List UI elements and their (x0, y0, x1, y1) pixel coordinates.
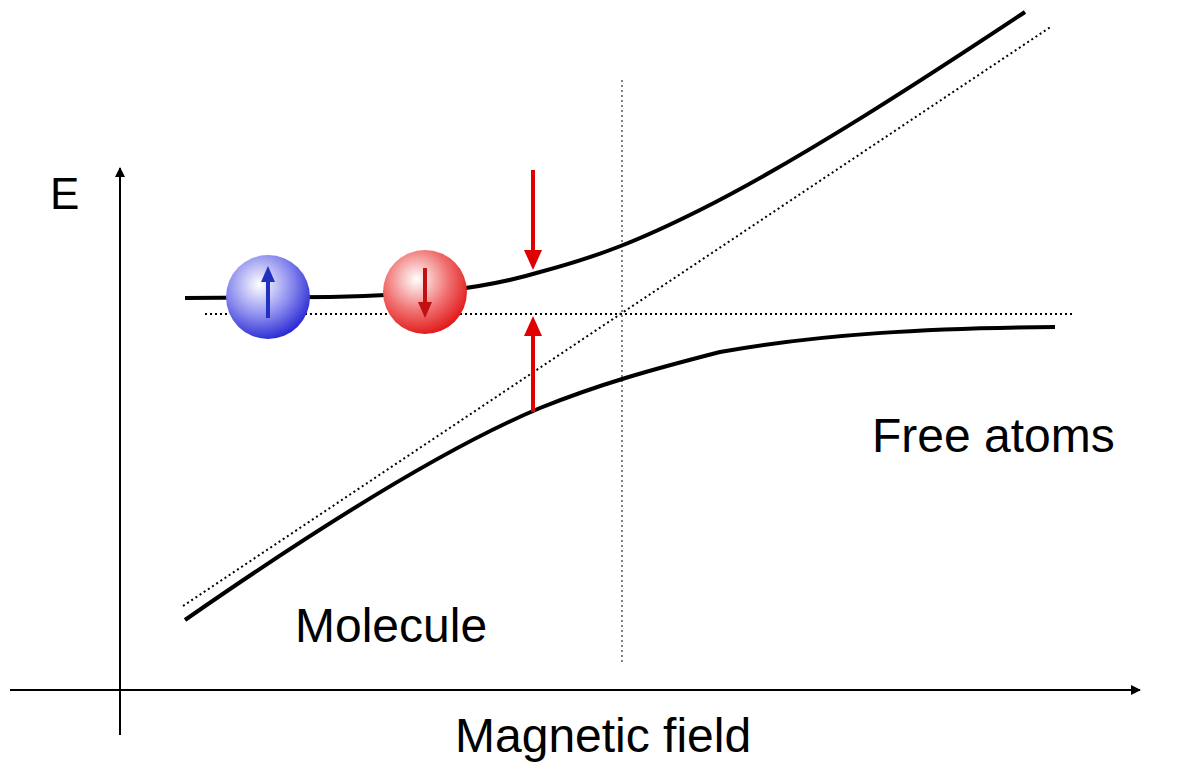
x-axis (10, 689, 1140, 691)
threshold-line (205, 313, 1075, 315)
gap-arrow (531, 332, 535, 412)
spin-up-arrow (266, 278, 270, 318)
y-axis (119, 168, 121, 735)
upper-branch (185, 12, 1025, 298)
spin-up-atom (226, 255, 310, 339)
spin-down-head (418, 302, 432, 318)
spin-up-head (261, 266, 275, 282)
lower-branch (185, 327, 1055, 620)
spin-down-atom (383, 250, 467, 334)
resonance-line (622, 80, 623, 665)
region-label: Molecule (295, 602, 487, 650)
axis-label: Magnetic field (455, 712, 751, 760)
diabatic-line (183, 26, 1052, 606)
axis-label: E (50, 172, 79, 216)
region-label: Free atoms (872, 412, 1115, 460)
gap-arrow (531, 170, 535, 254)
spin-down-arrow (423, 268, 427, 306)
gap-arrow-head (524, 316, 542, 336)
gap-arrow-head (524, 250, 542, 270)
